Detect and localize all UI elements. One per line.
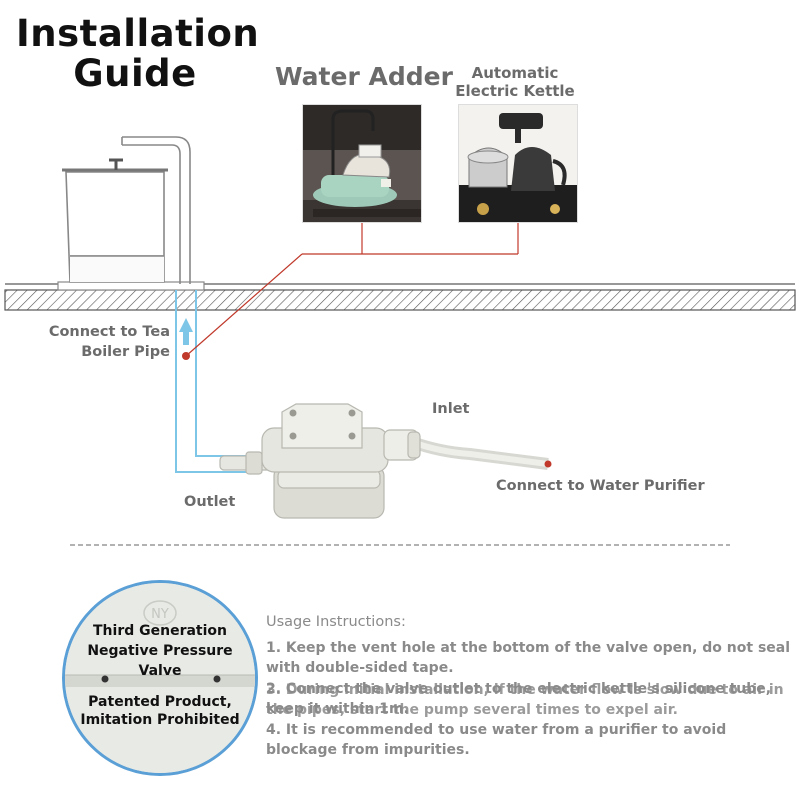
product-badge: NY Third Generation Negative Pressure Va…	[62, 580, 258, 776]
badge-title: Third Generation Negative Pressure Valve	[87, 623, 233, 679]
label-outlet: Outlet	[184, 494, 236, 510]
usage-item-3: 3. During initial installation, if the w…	[266, 681, 784, 719]
label-tea-boiler-pipe: Connect to Tea Boiler Pipe	[48, 324, 170, 360]
water-adder-photo	[302, 104, 422, 223]
pointer-dot	[182, 352, 190, 360]
page-title: Installation Guide	[16, 12, 260, 95]
purifier-hose	[409, 436, 552, 470]
usage-title: Usage Instructions:	[266, 614, 406, 630]
label-inlet: Inlet	[432, 401, 470, 417]
boiler-base-plate	[57, 281, 205, 291]
usage-item-4: 4. It is recommended to use water from a…	[266, 721, 727, 759]
badge-background: NY	[65, 583, 255, 773]
installation-diagram	[4, 136, 796, 546]
water-adder-title: Water Adder	[275, 62, 453, 91]
flow-pipe	[175, 290, 250, 473]
electric-kettle-photo	[458, 104, 578, 223]
faucet-arm	[121, 136, 191, 284]
badge-engraving: NY	[151, 607, 169, 622]
tea-pot-icon	[62, 158, 168, 283]
counter-top	[4, 283, 796, 311]
usage-item-1: 1. Keep the vent hole at the bottom of t…	[266, 639, 791, 677]
usage-item-2: 2. Connect the valve outlet to the elect…	[266, 680, 772, 718]
usage-instructions: Usage Instructions: 1. Keep the vent hol…	[266, 612, 796, 761]
kettle-title: Automatic Electric Kettle	[455, 64, 575, 100]
usage-overlap-group: 2. Connect the valve outlet to the elect…	[266, 679, 796, 720]
flow-arrow-icon	[179, 318, 193, 345]
pointer-line	[185, 222, 519, 357]
negative-pressure-valve	[219, 403, 421, 519]
badge-patent-note: Patented Product, Imitation Prohibited	[80, 694, 240, 728]
label-water-purifier: Connect to Water Purifier	[496, 478, 705, 494]
